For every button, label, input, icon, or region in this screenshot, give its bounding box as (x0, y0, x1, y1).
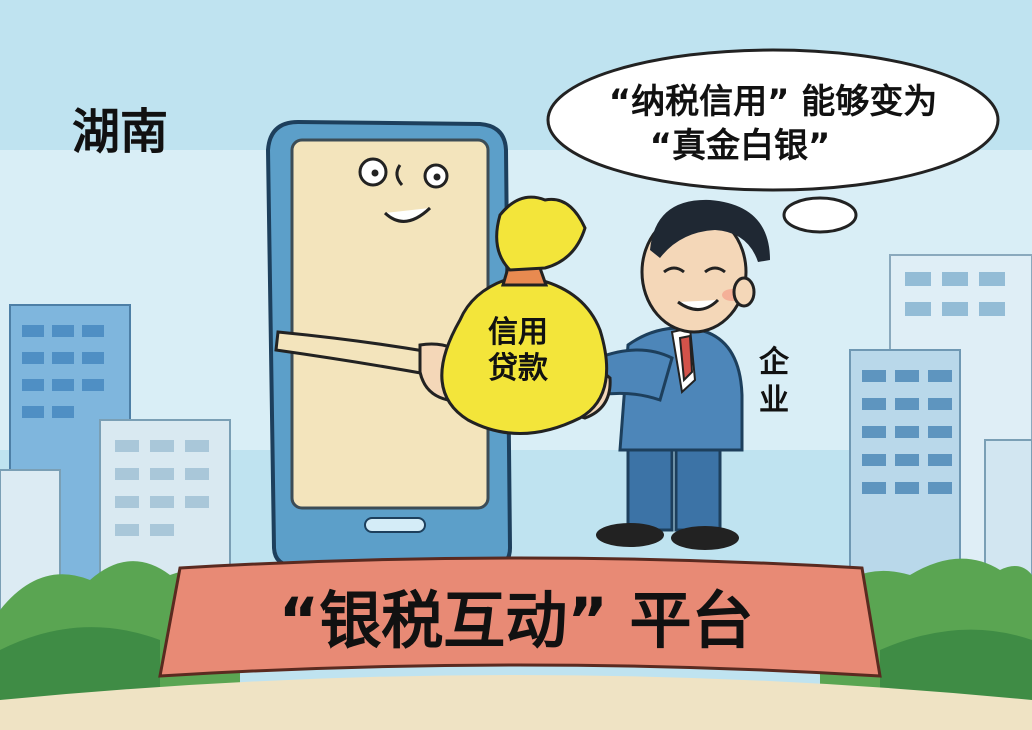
enterprise-label-bottom: 业 (759, 383, 789, 418)
speech-bubble (546, 48, 1000, 234)
money-bag-label-line1: 信用 (488, 315, 548, 350)
money-bag-label-line2: 贷款 (488, 351, 549, 386)
businessman-character (553, 199, 770, 550)
enterprise-label-top: 企 (759, 345, 790, 380)
platform-banner (158, 556, 882, 678)
speech-bubble-line1: “纳税信用” 能够变为 (609, 82, 938, 122)
speech-bubble-line2: “真金白银” (650, 126, 831, 166)
platform-banner-text: “银税互动” 平台 (278, 584, 753, 657)
region-label: 湖南 (72, 104, 168, 160)
money-bag-icon (440, 195, 609, 435)
ground (0, 675, 1032, 730)
